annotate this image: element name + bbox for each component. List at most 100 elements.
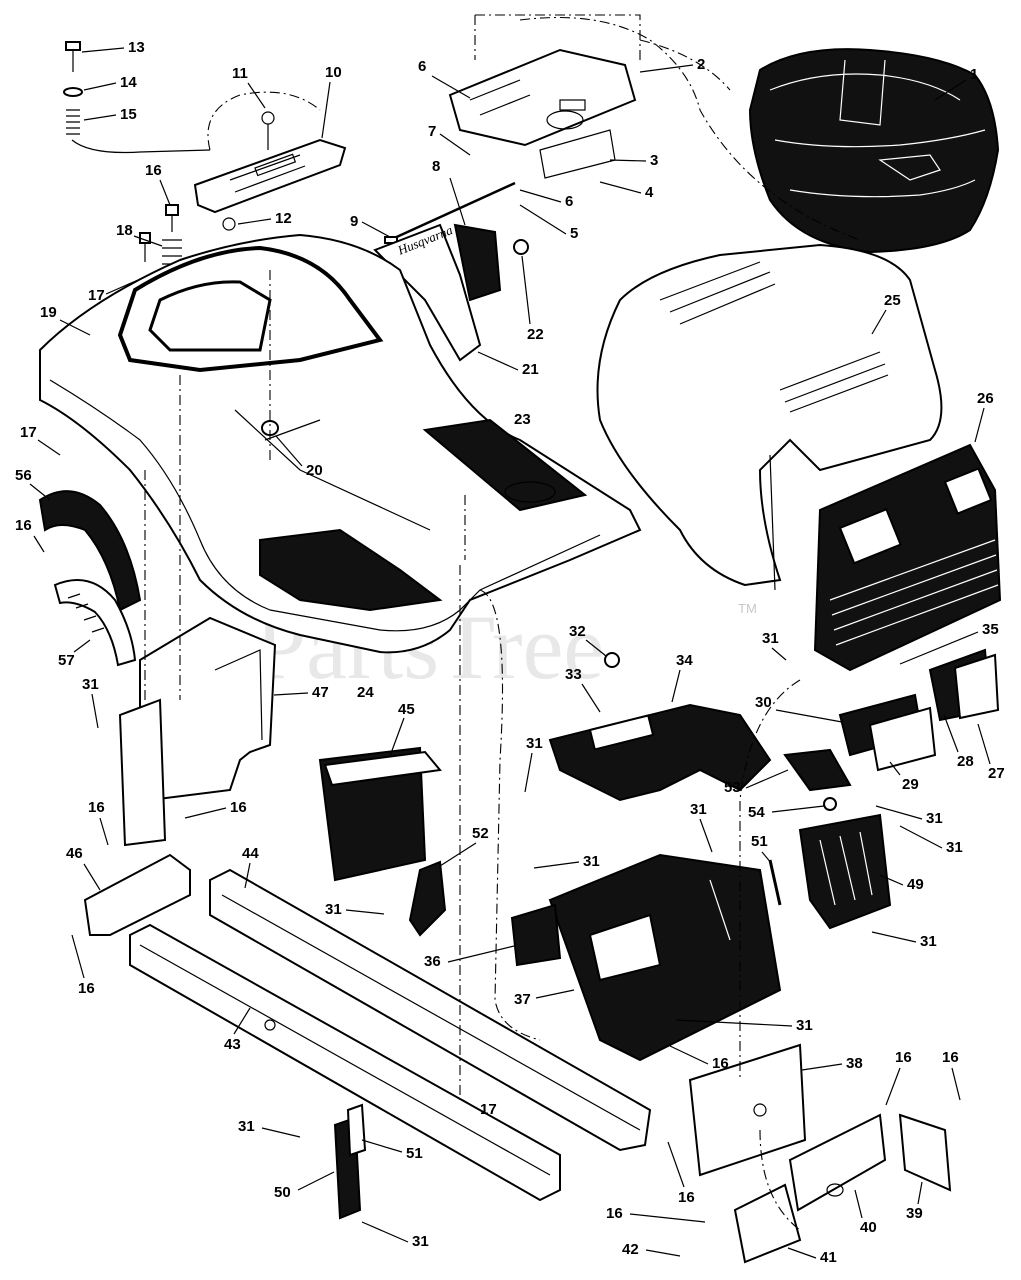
seat-part-1: [748, 48, 1000, 254]
callout-7: 7: [428, 123, 436, 140]
cover-part-49: [798, 813, 892, 930]
bracket-part-53: [783, 748, 852, 792]
callout-41: 41: [820, 1249, 837, 1266]
nut-part-54: [823, 797, 837, 811]
callout-50: 50: [274, 1184, 291, 1201]
screw-part-32: [604, 652, 620, 668]
callout-57: 57: [58, 652, 75, 669]
fender-part-19: [39, 233, 642, 654]
callout-31f: 31: [325, 901, 342, 918]
callout-15: 15: [120, 106, 137, 123]
callout-34: 34: [676, 652, 693, 669]
callout-6b: 6: [418, 58, 426, 75]
callout-40: 40: [860, 1219, 877, 1236]
hardware-16-18-17: [139, 204, 182, 265]
callout-26: 26: [977, 390, 994, 407]
callout-16b: 16: [15, 517, 32, 534]
grille-part-26: [813, 443, 1002, 672]
hardware-13-14-15: [63, 41, 211, 154]
callout-37: 37: [514, 991, 531, 1008]
callout-16i: 16: [678, 1189, 695, 1206]
callout-36: 36: [424, 953, 441, 970]
callout-16h: 16: [942, 1049, 959, 1066]
callout-31a: 31: [762, 630, 779, 647]
callout-16e: 16: [78, 980, 95, 997]
bracket-part-50: [333, 1103, 367, 1220]
hood-part-25: [596, 243, 943, 591]
callout-16j: 16: [606, 1205, 623, 1222]
bracket-part-48: [453, 223, 502, 302]
callout-31i: 31: [920, 933, 937, 950]
panel-part-24-bracket: [118, 698, 167, 847]
dash-part-34: [548, 703, 772, 802]
callout-17c: 17: [480, 1101, 497, 1118]
callout-8: 8: [432, 158, 440, 175]
callout-2: 2: [697, 56, 705, 73]
callout-31h: 31: [946, 839, 963, 856]
callout-29: 29: [902, 776, 919, 793]
callout-18: 18: [116, 222, 133, 239]
callout-31c: 31: [526, 735, 543, 752]
callout-28: 28: [957, 753, 974, 770]
callout-14: 14: [120, 74, 137, 91]
headlight-part-29: [838, 693, 937, 772]
bracket-part-46: [83, 853, 191, 936]
callout-35: 35: [982, 621, 999, 638]
bracket-part-38: [688, 1043, 807, 1177]
callout-16a: 16: [145, 162, 162, 179]
callout-3: 3: [650, 152, 658, 169]
callout-16f: 16: [712, 1055, 729, 1072]
callout-46: 46: [66, 845, 83, 862]
callout-12: 12: [275, 210, 292, 227]
callout-16c: 16: [88, 799, 105, 816]
callout-31e: 31: [690, 801, 707, 818]
callout-31k: 31: [238, 1118, 255, 1135]
callout-layer: 1 2 3 4 5 6 6 7 8 9 10 11 12 13 14 15 16…: [15, 39, 1005, 1266]
callout-19: 19: [40, 304, 57, 321]
assembly-lines: [144, 14, 861, 1231]
callout-52: 52: [472, 825, 489, 842]
callout-10: 10: [325, 64, 342, 81]
seat-plate-part-8: [448, 48, 637, 179]
callout-5: 5: [570, 225, 578, 242]
callout-39: 39: [906, 1205, 923, 1222]
callout-44: 44: [242, 845, 259, 862]
callout-21: 21: [522, 361, 539, 378]
callout-53: 53: [724, 779, 741, 796]
rod-part-51: [768, 859, 782, 906]
callout-17a: 17: [20, 424, 37, 441]
bracket-part-40: [788, 1113, 887, 1212]
console-part-37: [548, 853, 782, 1062]
battery-tray-part-45: [318, 746, 442, 882]
callout-11: 11: [232, 65, 248, 82]
callout-45: 45: [398, 701, 415, 718]
fender-bracket-part-57: [53, 579, 137, 667]
callout-23: 23: [514, 411, 531, 428]
callout-47: 47: [312, 684, 329, 701]
callout-17b: 17: [88, 287, 105, 304]
callout-16d: 16: [230, 799, 247, 816]
frame-rail-part-43: [129, 923, 561, 1202]
callout-43: 43: [224, 1036, 241, 1053]
frame-rail-part-44: [209, 868, 652, 1152]
callout-24: 24: [357, 684, 374, 701]
callout-33: 33: [565, 666, 582, 683]
callout-54: 54: [748, 804, 765, 821]
callout-42: 42: [622, 1241, 639, 1258]
rod-part-9: [389, 181, 516, 242]
callout-6a: 6: [565, 193, 573, 210]
plate-part-39: [898, 1113, 952, 1192]
callout-20: 20: [306, 462, 323, 479]
watermark-tm: TM: [738, 601, 757, 616]
fender-extension-part-56: [38, 490, 142, 612]
callout-22: 22: [527, 326, 544, 343]
callout-9: 9: [350, 213, 358, 230]
callout-25: 25: [884, 292, 901, 309]
panel-part-36: [510, 903, 562, 967]
callout-16g: 16: [895, 1049, 912, 1066]
callout-31b: 31: [82, 676, 99, 693]
callout-30: 30: [755, 694, 772, 711]
callout-56: 56: [15, 467, 32, 484]
callout-32: 32: [569, 623, 586, 640]
